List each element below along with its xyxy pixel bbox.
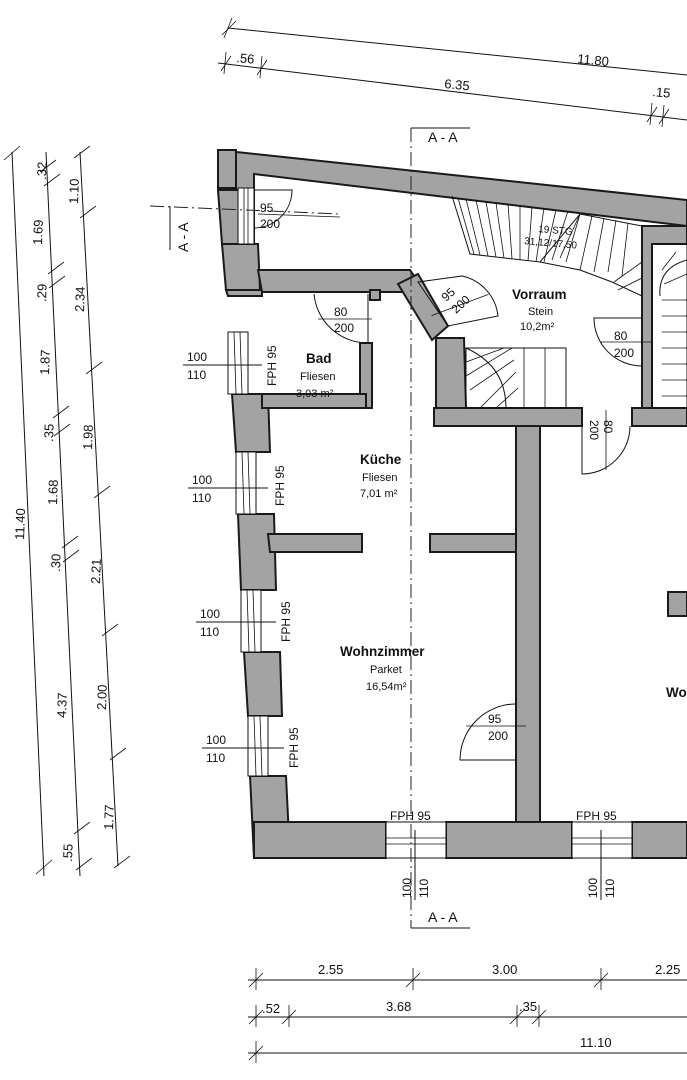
dim-left-029: .29 <box>34 284 50 303</box>
dim-left-168: 1.68 <box>45 479 61 505</box>
section-label-top: A - A <box>428 129 458 145</box>
window-bottom2-width: 100 <box>586 878 600 898</box>
dim-inner-177: 1.77 <box>101 804 117 830</box>
dim-bottom-368: 3.68 <box>386 999 411 1014</box>
stair-right <box>651 243 687 409</box>
window-wohn2-fph: FPH 95 <box>287 727 301 768</box>
window-bad-fph: FPH 95 <box>265 345 279 386</box>
door-wohnzimmer-height: 200 <box>488 729 508 743</box>
window-bottom-1: FPH 95 100 110 <box>385 809 447 900</box>
window-kueche-width: 100 <box>192 473 212 487</box>
stair-steps: 19 STG <box>538 224 574 238</box>
window-bad: 100 110 FPH 95 <box>183 331 279 395</box>
room-wohnzimmer-name: Wohnzimmer <box>340 644 425 659</box>
door-bad-width: 80 <box>334 305 348 319</box>
room-partial-label: Wo <box>666 685 687 700</box>
window-bad-height: 110 <box>187 368 206 382</box>
dim-inner-110: 1.10 <box>66 178 82 204</box>
window-wohn-2: 100 110 FPH 95 <box>202 715 301 777</box>
door-bad-height: 200 <box>334 321 354 335</box>
dim-inner-234: 2.34 <box>72 286 88 312</box>
window-bottom1-fph: FPH 95 <box>390 809 431 823</box>
door-wohnzimmer-width: 95 <box>488 712 502 726</box>
stair-upper: 19 STG 31,12/17,50 <box>451 195 643 297</box>
window-top-left <box>237 187 255 245</box>
door-vorraum-right-height: 200 <box>614 346 634 360</box>
dim-bottom-300: 3.00 <box>492 962 517 977</box>
door-vorraum-right: 80 200 <box>593 317 652 367</box>
stair-lower <box>465 347 567 409</box>
dim-bottom-052: .52 <box>262 1001 280 1016</box>
window-kueche-height: 110 <box>192 491 211 505</box>
dim-left-437: 4.37 <box>54 692 70 718</box>
door-wohnzimmer: 95 200 <box>459 703 526 761</box>
dim-top-635: 6.35 <box>444 76 471 93</box>
room-vorraum: Vorraum Stein 10,2m² <box>512 287 567 333</box>
door-lower-right-width: 80 <box>601 420 615 434</box>
dim-bottom-035: .35 <box>519 999 537 1014</box>
room-kueche-material: Fliesen <box>362 472 397 484</box>
window-bottom2-height: 110 <box>603 879 617 898</box>
door-top-left: 95 200 <box>253 189 341 231</box>
dim-left-overall: 11.40 <box>12 508 28 540</box>
room-vorraum-material: Stein <box>528 306 553 318</box>
left-dimension-chains: 11.40 .32 1.69 .29 1.87 .35 1.68 .30 4.3… <box>3 145 131 877</box>
room-wohnzimmer: Wohnzimmer Parket 16,54m² <box>340 644 425 693</box>
window-wohn1-fph: FPH 95 <box>279 601 293 642</box>
dim-left-030: .30 <box>48 554 64 573</box>
top-dimension-chains: 11.80 .56 6.35 .15 <box>217 17 687 128</box>
section-label-bottom: A - A <box>428 909 458 925</box>
door-top-left-height: 200 <box>260 217 280 231</box>
window-bottom1-height: 110 <box>417 879 431 898</box>
door-lower-right-height: 200 <box>587 420 601 440</box>
stair-ratio: 31,12/17,50 <box>524 236 578 252</box>
dim-left-187: 1.87 <box>37 349 53 375</box>
window-kueche: 100 110 FPH 95 <box>188 451 287 515</box>
room-wohnzimmer-area: 16,54m² <box>366 681 407 693</box>
window-wohn1-height: 110 <box>200 625 219 639</box>
bottom-dimension-chains: 2.55 3.00 2.25 .52 3.68 .35 11.10 <box>248 962 687 1063</box>
dim-bottom-225: 2.25 <box>655 962 680 977</box>
window-wohn-1: 100 110 FPH 95 <box>196 589 293 653</box>
window-wohn2-width: 100 <box>206 733 226 747</box>
room-bad-area: 3,03 m² <box>296 388 334 400</box>
dim-left-055: .55 <box>60 844 76 863</box>
dim-inner-198: 1.98 <box>80 424 96 450</box>
window-wohn2-height: 110 <box>206 751 225 765</box>
window-kueche-fph: FPH 95 <box>273 465 287 506</box>
dim-top-056: .56 <box>236 50 255 67</box>
window-bottom1-width: 100 <box>400 878 414 898</box>
dim-inner-200: 2.00 <box>94 684 110 710</box>
window-wohn1-width: 100 <box>200 607 220 621</box>
room-bad-material: Fliesen <box>300 371 335 383</box>
section-line: A - A A - A A - A <box>149 127 470 929</box>
window-bottom-2: FPH 95 100 110 <box>571 809 633 900</box>
room-kueche-name: Küche <box>360 452 402 467</box>
dim-bottom-255: 2.55 <box>318 962 343 977</box>
dim-bottom-1110: 11.10 <box>580 1035 612 1050</box>
door-lower-right: 80 200 <box>581 410 631 475</box>
dim-left-032: .32 <box>34 162 50 181</box>
room-vorraum-name: Vorraum <box>512 287 567 302</box>
door-vorraum-right-width: 80 <box>614 329 628 343</box>
room-kueche: Küche Fliesen 7,01 m² <box>360 452 402 500</box>
window-bottom2-fph: FPH 95 <box>576 809 617 823</box>
window-bad-width: 100 <box>187 350 207 364</box>
door-top-left-width: 95 <box>260 201 274 215</box>
dim-left-035: .35 <box>41 424 57 443</box>
room-kueche-area: 7,01 m² <box>360 488 398 500</box>
dim-top-015: .15 <box>652 84 671 101</box>
door-bad: 80 200 <box>313 293 372 344</box>
room-wohnzimmer-material: Parket <box>370 664 402 676</box>
room-bad-name: Bad <box>306 351 332 366</box>
dim-top-overall: 11.80 <box>577 51 610 69</box>
dim-inner-221: 2.21 <box>88 558 104 584</box>
dim-left-169: 1.69 <box>30 219 46 245</box>
room-bad: Bad Fliesen 3,03 m² <box>296 351 335 400</box>
room-vorraum-area: 10,2m² <box>520 321 555 333</box>
section-label-left: A - A <box>175 222 191 252</box>
